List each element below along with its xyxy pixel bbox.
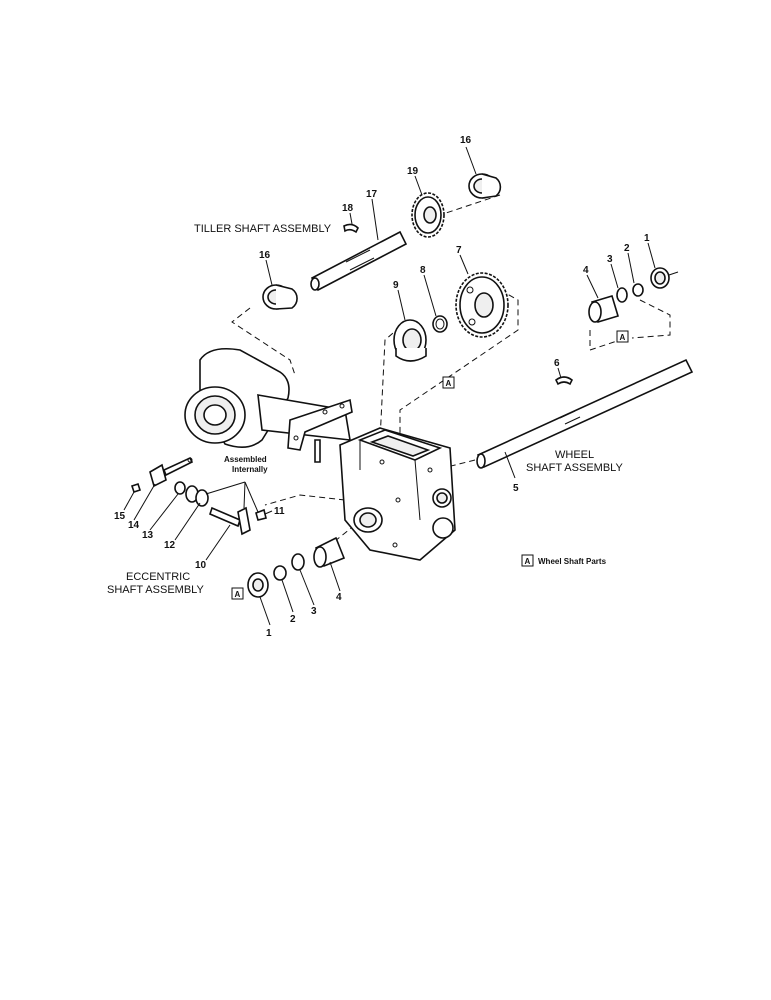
part-number-5: 5 [513, 483, 519, 494]
spacer-3-lower [291, 553, 305, 571]
part-number-2-upper: 2 [624, 243, 630, 254]
part-number-13: 13 [142, 530, 154, 541]
part-number-16-left: 16 [259, 250, 271, 261]
wheel-shaft-parts-upper [588, 267, 679, 323]
gear-9 [393, 319, 427, 362]
legend: A Wheel Shaft Parts [521, 554, 607, 567]
pin-11 [255, 508, 267, 521]
lever-14 [149, 456, 194, 488]
drive-gear-7 [455, 272, 509, 338]
tiller-bearing-right [468, 173, 502, 199]
marker-a-lower-left: A [231, 587, 244, 600]
assembled-internally-label-1: Assembled [224, 455, 267, 464]
seal-1-upper [650, 267, 679, 289]
svg-text:A: A [620, 333, 626, 342]
ring-2-upper [632, 283, 644, 297]
part-number-17: 17 [366, 189, 378, 200]
washer-8 [432, 315, 448, 333]
wheel-shaft-parts-lower [247, 536, 346, 598]
transmission-housing [184, 347, 456, 561]
part-number-18: 18 [342, 203, 354, 214]
part-number-8: 8 [420, 265, 426, 276]
part-number-15: 15 [114, 511, 126, 522]
wheel-shaft [476, 358, 694, 469]
screw-15 [130, 482, 142, 494]
part-number-labels: 16 19 17 18 16 7 8 9 1 2 3 4 6 5 11 15 1… [114, 135, 650, 639]
part-number-1-lower: 1 [266, 628, 272, 639]
seal-1-lower [247, 572, 269, 598]
washer-13 [174, 481, 186, 495]
tiller-gear [411, 192, 445, 238]
tiller-shaft-assembly [262, 173, 502, 310]
assembly-labels: TILLER SHAFT ASSEMBLY WHEEL SHAFT ASSEMB… [107, 223, 623, 596]
bushings-12 [185, 485, 209, 507]
wheel-key [554, 376, 574, 386]
legend-marker-box [521, 554, 534, 567]
eccentric-shaft-assembly-label-1: ECCENTRIC [126, 571, 190, 583]
legend-marker: A [525, 557, 531, 566]
tiller-shaft-assembly-label: TILLER SHAFT ASSEMBLY [194, 223, 332, 235]
part-number-12: 12 [164, 540, 176, 551]
leader-lines [123, 146, 656, 626]
tiller-key [343, 223, 359, 234]
part-number-14: 14 [128, 520, 140, 531]
part-number-11: 11 [274, 506, 285, 517]
svg-text:A: A [235, 590, 241, 599]
part-number-4-lower: 4 [336, 592, 342, 603]
tiller-bearing-left [262, 284, 298, 310]
eccentric-shaft-assembly-label-2: SHAFT ASSEMBLY [107, 584, 204, 596]
eccentric-shaft-10 [209, 506, 251, 536]
tiller-shaft [310, 230, 408, 292]
bushing-4-upper [588, 295, 619, 323]
part-number-6: 6 [554, 358, 560, 369]
svg-text:A: A [446, 379, 452, 388]
wheel-shaft-assembly-label-1: WHEEL [555, 449, 594, 461]
bushing-4-lower [313, 536, 346, 568]
eccentric-shaft-assembly [130, 456, 267, 536]
wheel-shaft-assembly-label-2: SHAFT ASSEMBLY [526, 462, 623, 474]
assembled-internally-label-2: Internally [232, 465, 268, 474]
legend-text: Wheel Shaft Parts [538, 557, 607, 566]
part-number-1-upper: 1 [644, 233, 650, 244]
marker-a-center: A [442, 376, 455, 389]
part-number-10: 10 [195, 560, 207, 571]
part-number-4-upper: 4 [583, 265, 589, 276]
part-number-3-upper: 3 [607, 254, 613, 265]
part-number-16-top: 16 [460, 135, 472, 146]
part-number-2-lower: 2 [290, 614, 296, 625]
marker-a-upper-right: A [616, 330, 629, 343]
part-number-9: 9 [393, 280, 399, 291]
part-number-7: 7 [456, 245, 462, 256]
part-number-3-lower: 3 [311, 606, 317, 617]
reference-markers: A A A [231, 330, 629, 600]
part-number-19: 19 [407, 166, 419, 177]
spacer-3-upper [616, 287, 628, 303]
ring-2-lower [273, 565, 287, 581]
